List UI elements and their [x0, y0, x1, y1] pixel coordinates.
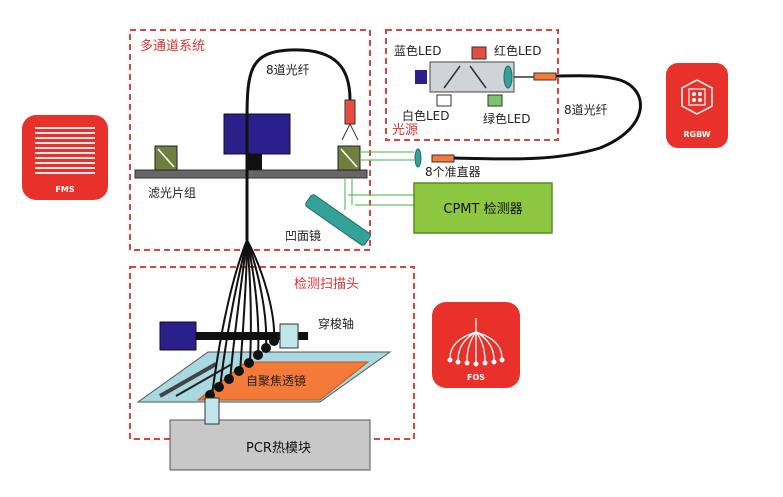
- fiber-top-loop: [245, 48, 352, 240]
- blue-led-label: 蓝色LED: [394, 44, 442, 58]
- chip-icon: [681, 79, 713, 115]
- dot-matrix-icon: [35, 127, 95, 174]
- filter-motor-block: [223, 113, 291, 155]
- autofocus-lens-label: 自聚焦透镜: [246, 373, 306, 388]
- shuttle-axis-label: 穿梭轴: [318, 316, 354, 331]
- fiber-fan-icon: [447, 318, 505, 367]
- light-source-section-box: [385, 29, 559, 141]
- red-led: [471, 46, 487, 60]
- pcr-module-label: PCR热模块: [246, 441, 311, 456]
- green-led: [487, 94, 503, 107]
- filter-cube-right: [337, 145, 361, 171]
- concave-mirror: [305, 194, 371, 246]
- led-output-connector: [533, 72, 557, 81]
- fms-badge: FMS: [22, 115, 108, 200]
- green-led-label: 绿色LED: [483, 111, 531, 126]
- shuttle-carriage: [279, 323, 299, 349]
- concave-mirror-label: 凹面镜: [285, 228, 321, 243]
- fos-badge-label: FOS: [467, 373, 485, 382]
- pcr-module: PCR热模块: [169, 419, 371, 471]
- rgbw-badge: RGBW: [666, 63, 728, 148]
- collimator-lens: [414, 148, 422, 168]
- fiber-top-label: 8道光纤: [266, 63, 310, 77]
- scan-head-section-box: [129, 266, 415, 440]
- fiber-connector-top: [344, 99, 356, 125]
- lens-holder-foot: [204, 397, 220, 425]
- white-led: [436, 94, 452, 107]
- filter-platform: [134, 169, 368, 179]
- fos-badge: FOS: [432, 302, 520, 388]
- filter-set-label: 滤光片组: [148, 186, 196, 200]
- cpmt-detector: CPMT 检测器: [413, 182, 553, 234]
- motor-shaft: [248, 154, 262, 170]
- white-led-label: 白色LED: [402, 108, 450, 123]
- rgbw-badge-label: RGBW: [683, 130, 710, 139]
- scan-head-section-title: 检测扫描头: [294, 277, 359, 292]
- multichannel-section-title: 多通道系统: [140, 38, 205, 54]
- led-combiner: [429, 61, 515, 93]
- fiber-right-label: 8道光纤: [564, 103, 608, 117]
- filter-cube-left: [154, 145, 178, 171]
- detector-label: CPMT 检测器: [443, 202, 522, 217]
- fiber-bundle: [211, 239, 276, 396]
- shuttle-motor: [159, 321, 197, 351]
- fiber-right-loop: [453, 74, 642, 161]
- shuttle-axis: [196, 332, 308, 340]
- red-led-label: 红色LED: [494, 43, 542, 58]
- light-source-section-title: 光源: [392, 123, 418, 138]
- collimator-body: [431, 154, 455, 163]
- rail-left: [159, 362, 217, 398]
- collimator-label: 8个准直器: [425, 165, 481, 179]
- light-beams: [344, 151, 414, 210]
- blue-led: [415, 70, 427, 84]
- fms-badge-label: FMS: [55, 185, 74, 194]
- autofocus-lens-array: [205, 336, 279, 400]
